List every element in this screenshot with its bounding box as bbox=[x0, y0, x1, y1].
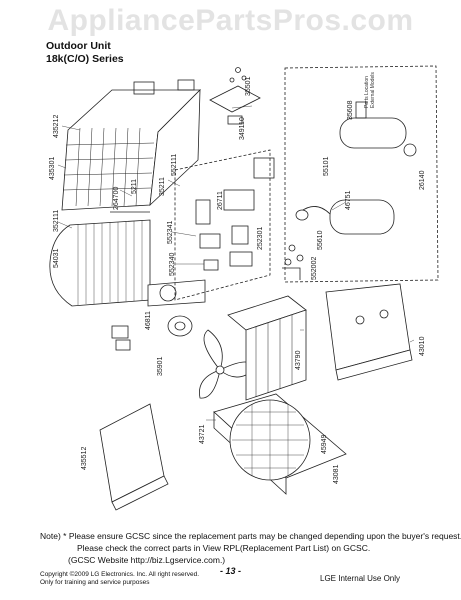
top-cover-bracket bbox=[133, 81, 155, 95]
page-title: Outdoor Unit bbox=[46, 40, 111, 52]
part-label-43010: 43010 bbox=[419, 336, 426, 356]
ext-model-label-b: External Models bbox=[370, 72, 376, 108]
top-plate-clip bbox=[227, 115, 243, 125]
note-line-1: Note) * Please ensure GCSC since the rep… bbox=[40, 531, 461, 541]
base-pan bbox=[325, 283, 413, 381]
leader-lines bbox=[57, 105, 415, 421]
part-label-45949: 45949 bbox=[321, 434, 328, 454]
part-label-43721: 43721 bbox=[199, 424, 206, 444]
motor-mount bbox=[159, 284, 177, 302]
side-panel-grille bbox=[61, 89, 201, 211]
internal-use-label: LGE Internal Use Only bbox=[320, 574, 401, 583]
front-panel bbox=[213, 393, 347, 495]
part-label-264700: 264700 bbox=[113, 187, 120, 210]
part-label-46811: 46811 bbox=[145, 311, 152, 330]
part-label-552111: 552111 bbox=[171, 154, 178, 176]
front-cover-plate bbox=[99, 403, 169, 511]
motor-bracket bbox=[147, 279, 206, 307]
note-line-3: (GCSC Website http://biz.Lgservice.com.) bbox=[68, 555, 226, 565]
part-label-435512: 435512 bbox=[81, 447, 88, 470]
valves bbox=[282, 244, 304, 280]
compressor bbox=[295, 101, 417, 235]
control-box-frame bbox=[174, 149, 271, 301]
partition-guard bbox=[227, 295, 307, 401]
part-label-55101: 55101 bbox=[323, 156, 330, 176]
part-label-252301: 252301 bbox=[257, 227, 264, 250]
part-label-35901: 35901 bbox=[157, 356, 164, 376]
training-text: Only for training and service purposes bbox=[40, 579, 150, 586]
note-line-2: Please check the correct parts in View R… bbox=[77, 543, 371, 553]
terminal-block bbox=[253, 157, 275, 179]
footer-copyright-block: Copyright ©2009 LG Electronics. Inc. All… bbox=[40, 571, 199, 587]
top-plate bbox=[209, 85, 261, 113]
watermark: AppliancePartsPros.com bbox=[47, 4, 414, 37]
part-label-435301: 435301 bbox=[49, 157, 56, 180]
part-label-5211: 5211 bbox=[131, 179, 138, 194]
part-label-349110: 349110 bbox=[239, 117, 246, 140]
part-label-55610: 55610 bbox=[317, 230, 324, 250]
control-box-components bbox=[195, 189, 255, 271]
part-label-46751: 46751 bbox=[345, 190, 352, 210]
part-label-35501: 35501 bbox=[245, 76, 252, 96]
part-label-43081: 43081 bbox=[333, 464, 340, 484]
copyright-text: Copyright ©2009 LG Electronics. Inc. All… bbox=[40, 571, 200, 578]
part-label-352111: 352111 bbox=[53, 210, 60, 232]
part-label-26711: 26711 bbox=[217, 191, 224, 210]
clip-part-2 bbox=[115, 339, 131, 351]
part-label-43790: 43790 bbox=[295, 350, 302, 370]
part-label-552341: 552341 bbox=[167, 221, 174, 244]
page-number: - 13 - bbox=[219, 566, 241, 576]
ext-model-label-a: Parts Location bbox=[364, 76, 370, 108]
page-subtitle: 18k(C/O) Series bbox=[46, 53, 124, 65]
compressor-box bbox=[284, 65, 439, 283]
condenser-coil bbox=[49, 211, 151, 307]
part-label-54031: 54031 bbox=[53, 248, 60, 268]
clip-part bbox=[111, 325, 129, 339]
part-label-552340: 552340 bbox=[169, 253, 176, 276]
part-label-26140: 26140 bbox=[419, 170, 426, 190]
part-label-435212: 435212 bbox=[53, 115, 60, 138]
part-label-35608: 35608 bbox=[347, 100, 354, 120]
fan-motor bbox=[167, 315, 193, 337]
screws bbox=[229, 67, 247, 83]
note-block: Note) * Please ensure GCSC since the rep… bbox=[40, 530, 461, 566]
top-cover-clip bbox=[177, 79, 195, 91]
part-label-35211: 35211 bbox=[159, 177, 166, 196]
part-label-552002: 552002 bbox=[311, 257, 318, 280]
